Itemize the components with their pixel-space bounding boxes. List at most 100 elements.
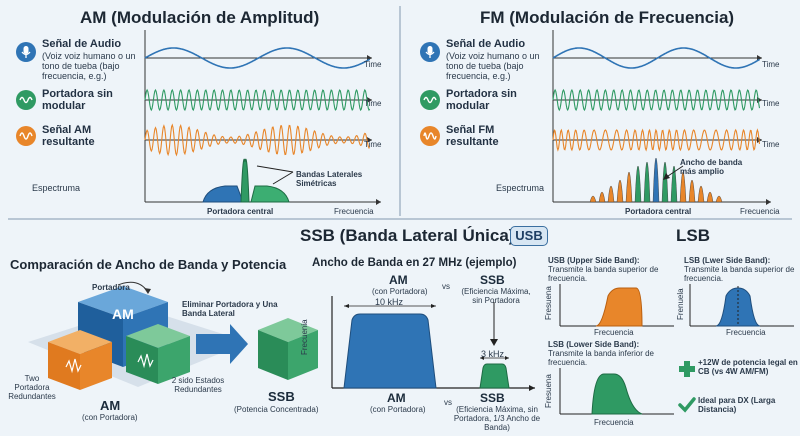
fm-spectral-line	[661, 162, 669, 203]
fm-spectral-line	[634, 165, 642, 203]
usb-desc: Transmite la banda superior de frecuenci…	[548, 265, 659, 283]
lsb1-freq: Frecuencia	[726, 328, 766, 337]
am-wave-icon	[16, 126, 36, 146]
lsb-title: LSB	[676, 226, 710, 245]
bw-ssb-sub: (Eficiencia Máxima, sin Portadora	[461, 287, 531, 305]
am-audio-wave	[144, 47, 371, 69]
fm-title: FM (Modulación de Frecuencia)	[480, 8, 735, 27]
two-sido-label: 2 sido Estados Redundantes	[171, 376, 225, 394]
fm-spectral-line	[697, 185, 705, 203]
fm-spectral-line	[607, 185, 615, 203]
fm-spectral-line	[652, 158, 660, 203]
bandwidth-chart	[331, 296, 535, 391]
eliminar-label: Eliminar Portadora y Una Banda Lateral	[182, 300, 278, 318]
fm-spectral-line	[670, 165, 678, 203]
bw-am-bottom: AM	[387, 391, 406, 405]
fm-spectral-line	[598, 191, 606, 203]
lsb1-chart	[689, 284, 794, 327]
usb-freq: Frecuencia	[594, 328, 634, 337]
am-bottom-sub: (con Portadora)	[82, 413, 138, 422]
two-redundant-label: Two Portadora Redundantes	[8, 374, 56, 401]
comparison-title: Comparación de Ancho de Banda y Potencia	[10, 257, 287, 272]
bw-10khz-label: 10 kHz	[375, 297, 404, 307]
fm-audio-desc: (Voiz voiz humano o un tono de tueba (ba…	[446, 51, 540, 81]
am-audio-desc: (Voiz voiz humano o un tono de tueba (ba…	[42, 51, 136, 81]
am-result-label: Señal AM resultante	[42, 124, 95, 148]
vertical-divider	[399, 6, 401, 216]
ssb-cube-label: SSB	[268, 389, 295, 404]
fm-time-1: Time	[762, 60, 780, 69]
fm-spectral-line	[679, 171, 687, 203]
ssb-title: SSB (Banda Lateral Única)	[300, 226, 515, 245]
fm-spectrum-label: Espectruma	[496, 183, 545, 193]
am-cube-label: AM	[112, 306, 134, 322]
am-time-2: Time	[364, 99, 382, 108]
microphone-icon-fm	[420, 42, 440, 62]
fm-audio-wave	[552, 47, 760, 69]
fm-result-label: Señal FM resultante	[446, 124, 499, 148]
am-bottom-label: AM	[100, 398, 121, 413]
check-icon	[678, 397, 696, 413]
fm-waveforms	[552, 30, 762, 156]
portadora-label: Portadora	[92, 283, 130, 292]
microphone-icon	[16, 42, 36, 62]
fm-spectral-line	[625, 171, 633, 203]
am-result-wave	[144, 123, 371, 157]
fm-carrier-label: Portadora sin modular	[446, 88, 517, 112]
lsb2-chart	[559, 368, 674, 415]
usb-chart	[559, 284, 674, 327]
fm-spectral-line	[688, 179, 696, 203]
fm-spectral-line	[589, 195, 597, 203]
am-central-label: Portadora central	[207, 207, 274, 216]
dx-note: Ideal para DX (Larga Distancia)	[698, 396, 776, 414]
fm-audio-label: Señal de Audio	[446, 38, 526, 50]
usb-title: USB (Upper Side Band):	[548, 256, 640, 265]
lsb1-title: LSB (Lwer Side Band):	[684, 256, 771, 265]
bw-ssb-label: SSB	[480, 273, 505, 287]
bw-ylabel: Frecuenia	[300, 319, 309, 355]
fm-result-wave	[552, 128, 761, 152]
fm-wave-icon	[420, 126, 440, 146]
bw-3khz-label: 3 kHz	[481, 349, 505, 359]
usb-badge: USB	[510, 226, 548, 246]
lsb1-desc: Transmite la banda superior de frecuenci…	[684, 265, 795, 283]
bw-title: Ancho de Banda en 27 MHz (ejemplo)	[312, 257, 517, 269]
bw-vs-label: vs	[442, 282, 450, 291]
am-upper-sideband	[250, 185, 290, 203]
lsb2-fresuena: Fresuena	[544, 374, 553, 408]
fm-bandwidth-label: Ancho de banda más amplio	[680, 158, 743, 176]
am-carrier-label: Portadora sin modular	[42, 88, 113, 112]
fm-time-2: Time	[762, 99, 780, 108]
power-note: +12W de potencia legal en CB (vs 4W AM/F…	[698, 358, 798, 376]
fm-spectral-line	[706, 191, 714, 203]
fm-spectrum-chart	[552, 148, 771, 205]
lsb1-frenuela: Frenuela	[676, 288, 685, 320]
plus-icon	[679, 361, 695, 377]
am-title: AM (Modulación de Amplitud)	[80, 8, 320, 27]
fm-spectral-line	[715, 195, 723, 203]
comparison-cubes	[28, 281, 318, 390]
fm-spectral-line	[616, 179, 624, 203]
am-time-1: Time	[364, 60, 382, 69]
bw-am-bottom-sub: (con Portadora)	[370, 405, 426, 414]
carrier-wave-icon-fm	[420, 90, 440, 110]
fm-time-3: Time	[762, 140, 780, 149]
lsb2-desc: Transmite la banda inferior de frecuenci…	[548, 349, 654, 367]
am-spectrum-label: Espectruma	[32, 183, 81, 193]
am-time-3: Time	[364, 140, 382, 149]
fm-spectral-line	[643, 162, 651, 203]
ssb-cube-sub: (Potencia Concentrada)	[234, 405, 319, 414]
bw-ssb-bottom: SSB	[480, 391, 505, 405]
lsb2-title: LSB (Lower Side Band):	[548, 340, 640, 349]
bw-am-label: AM	[389, 273, 408, 287]
bw-ssb-bottom-sub: (Eficiencia Máxima, sin Portadora, 1/3 A…	[453, 405, 541, 432]
am-freq-label: Frecuencia	[334, 207, 374, 216]
am-waveforms	[144, 30, 372, 157]
bw-am-sub: (con Portadora)	[372, 287, 428, 296]
am-sidebands-label: Bandas Laterales Simétricas	[296, 170, 363, 188]
am-carrier-peak	[240, 158, 250, 203]
am-spectrum-chart	[144, 148, 381, 205]
fm-carrier-wave	[552, 88, 761, 112]
fm-freq-label: Frecuencia	[740, 207, 780, 216]
carrier-wave-icon	[16, 90, 36, 110]
